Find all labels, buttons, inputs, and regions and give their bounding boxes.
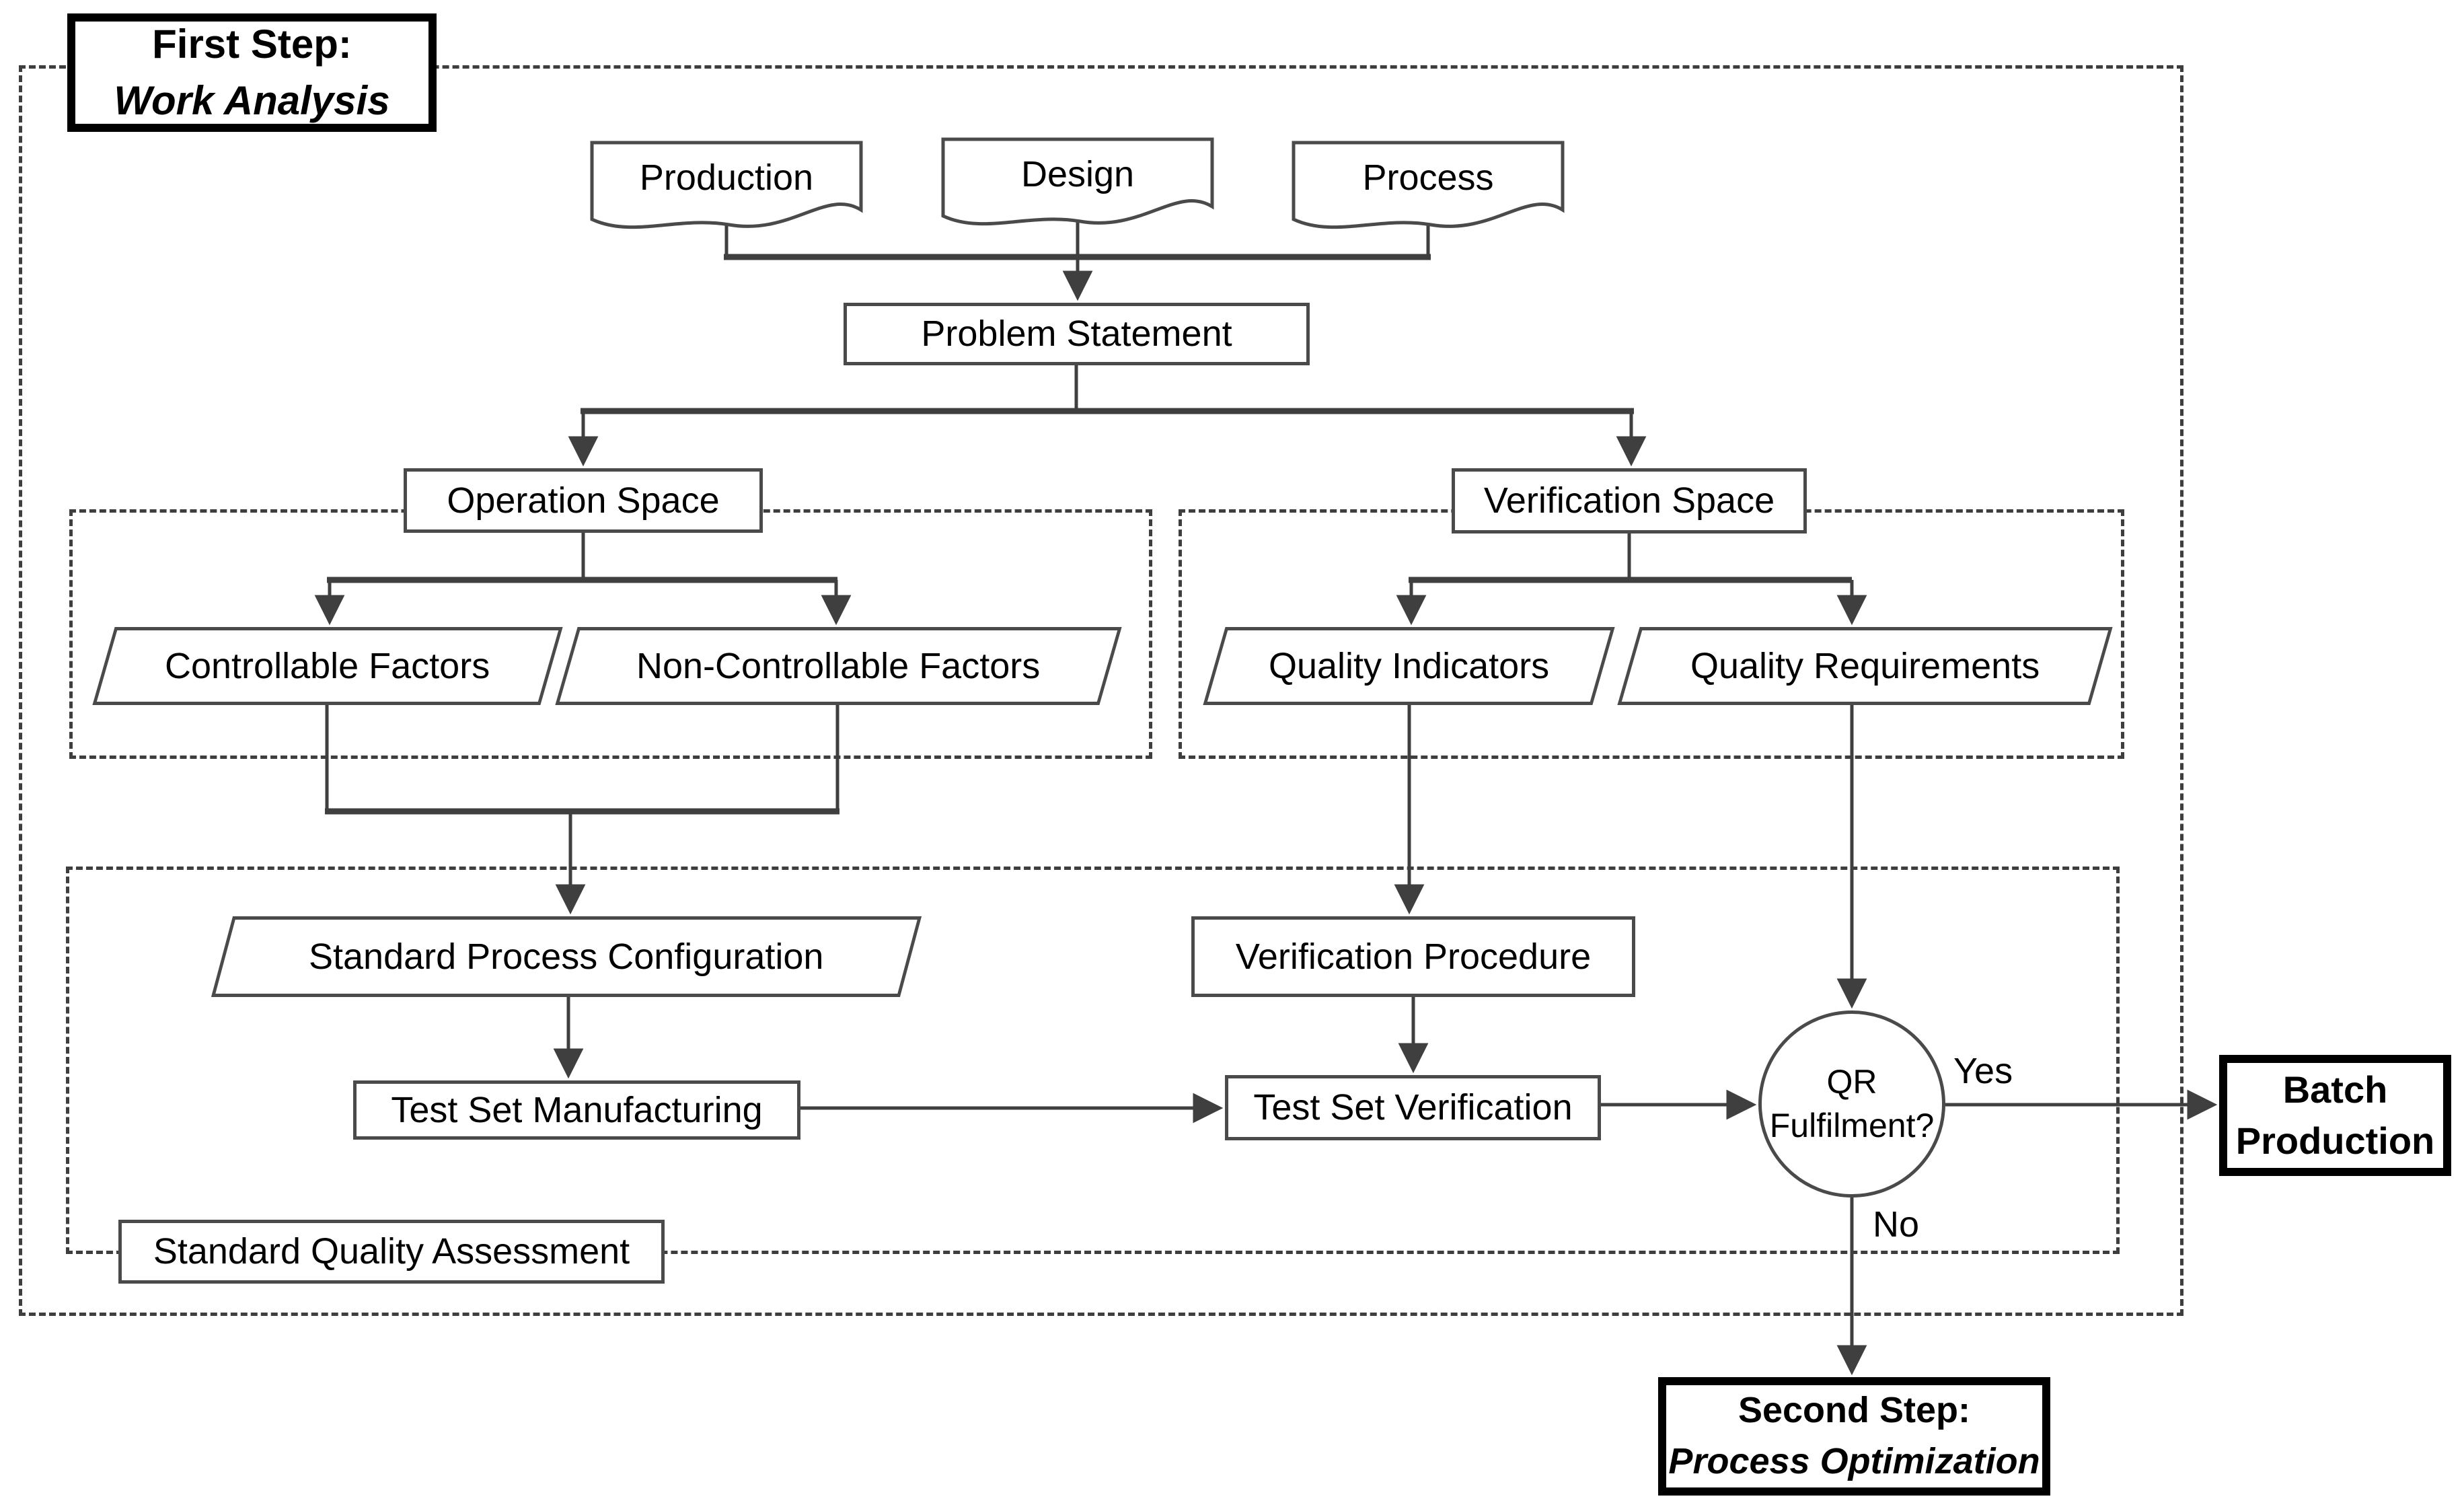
first-step-subtitle: Work Analysis	[114, 78, 390, 123]
quality-requirements-label: Quality Requirements	[1690, 645, 2040, 686]
batch-production-line1: Batch	[2282, 1068, 2388, 1111]
production-label: Production	[639, 157, 814, 198]
test-set-manufacturing-box: Test Set Manufacturing	[353, 1080, 800, 1140]
standard-quality-assessment-box: Standard Quality Assessment	[118, 1220, 665, 1284]
document-shape-icon	[590, 141, 863, 229]
standard-process-configuration-parallelogram: Standard Process Configuration	[211, 916, 922, 997]
production-document: Production	[589, 140, 864, 241]
qr-fulfilment-line1: QR	[1826, 1063, 1877, 1101]
design-label: Design	[1020, 154, 1135, 194]
non-controllable-factors-label: Non-Controllable Factors	[636, 645, 1041, 686]
operation-space-box: Operation Space	[404, 468, 763, 533]
quality-requirements-parallelogram: Quality Requirements	[1617, 627, 2113, 705]
qr-fulfilment-decision: QR Fulfilment?	[1758, 1010, 1945, 1198]
first-step-dashed-region	[19, 65, 2183, 1316]
operation-space-label: Operation Space	[447, 480, 720, 521]
second-step-subtitle: Process Optimization	[1668, 1441, 2040, 1481]
design-document: Design	[940, 137, 1215, 237]
standard-process-configuration-label: Standard Process Configuration	[309, 936, 824, 977]
test-set-manufacturing-label: Test Set Manufacturing	[391, 1089, 763, 1130]
qr-fulfilment-line2: Fulfilment?	[1769, 1107, 1935, 1144]
process-label: Process	[1362, 157, 1494, 198]
verification-space-label: Verification Space	[1483, 480, 1775, 521]
first-step-box: First Step: Work Analysis	[67, 13, 437, 132]
no-label: No	[1873, 1204, 1920, 1245]
quality-indicators-label: Quality Indicators	[1268, 645, 1550, 686]
test-set-verification-label: Test Set Verification	[1253, 1087, 1573, 1128]
yes-label: Yes	[1953, 1051, 2013, 1091]
process-document: Process	[1291, 140, 1565, 241]
verification-procedure-label: Verification Procedure	[1235, 936, 1592, 977]
batch-production-line2: Production	[2235, 1119, 2435, 1162]
quality-indicators-parallelogram: Quality Indicators	[1203, 627, 1615, 705]
batch-production-box: Batch Production	[2219, 1055, 2451, 1176]
verification-procedure-box: Verification Procedure	[1191, 916, 1635, 997]
controllable-factors-parallelogram: Controllable Factors	[92, 627, 563, 705]
controllable-factors-label: Controllable Factors	[165, 645, 490, 686]
first-step-title: First Step:	[152, 22, 352, 67]
second-step-box: Second Step: Process Optimization	[1658, 1377, 2050, 1496]
problem-statement-label: Problem Statement	[921, 314, 1232, 355]
document-shape-icon	[1292, 141, 1565, 229]
second-step-title: Second Step:	[1738, 1390, 1971, 1431]
test-set-verification-box: Test Set Verification	[1225, 1075, 1601, 1140]
document-shape-icon	[941, 137, 1214, 226]
verification-space-box: Verification Space	[1452, 468, 1807, 533]
quality-assessment-dashed-region	[66, 867, 2120, 1254]
problem-statement-box: Problem Statement	[844, 303, 1310, 365]
non-controllable-factors-parallelogram: Non-Controllable Factors	[555, 627, 1122, 705]
standard-quality-assessment-label: Standard Quality Assessment	[153, 1231, 630, 1272]
